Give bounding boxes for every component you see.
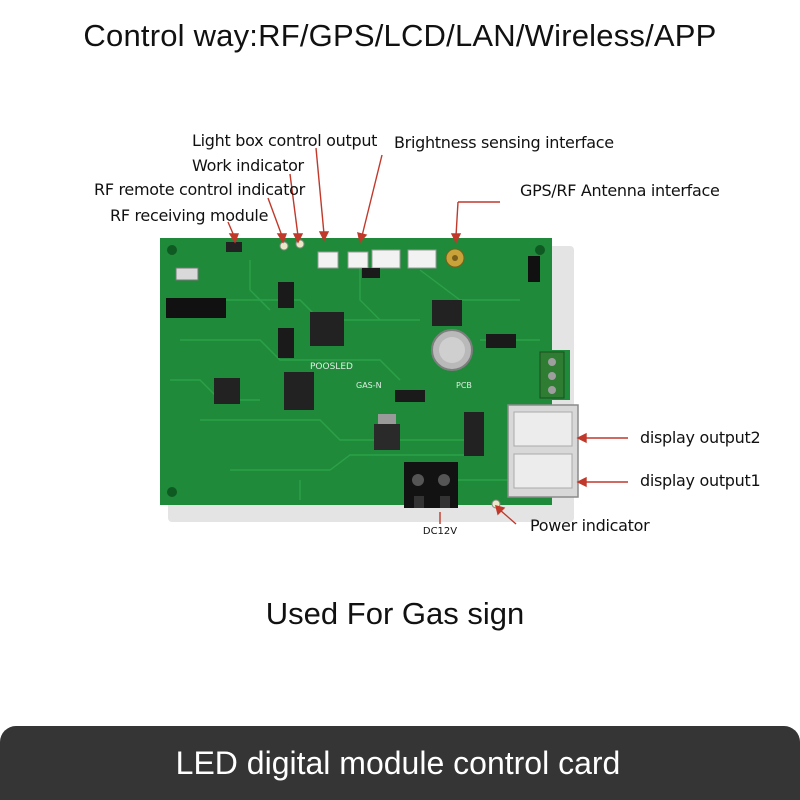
headline-control-way: Control way:RF/GPS/LCD/LAN/Wireless/APP	[83, 18, 717, 53]
callout-rf-remote-control-indicator: RF remote control indicator	[94, 180, 305, 199]
main-mcu-chip	[310, 312, 344, 346]
silkscreen-part: GAS-N	[356, 381, 382, 390]
silkscreen-pcb: PCB	[456, 381, 472, 390]
silkscreen-brand: POOSLED	[310, 362, 353, 372]
callout-arrows	[227, 147, 628, 525]
footer-banner: LED digital module control card	[0, 726, 800, 800]
usage-subtitle: Used For Gas sign	[265, 596, 525, 631]
power-input-label: DC12V	[423, 526, 457, 537]
callout-rf-receiving-module: RF receiving module	[110, 206, 269, 225]
rf-receiving-module	[166, 298, 226, 318]
top-connectors	[226, 242, 437, 269]
callout-display-output1: display output1	[640, 471, 761, 490]
footer-title: LED digital module control card	[175, 744, 621, 781]
callout-work-indicator: Work indicator	[192, 156, 304, 175]
callout-gps-rf-antenna-interface: GPS/RF Antenna interface	[520, 181, 720, 200]
callout-display-output2: display output2	[640, 428, 761, 447]
callout-power-indicator: Power indicator	[530, 516, 650, 535]
callout-brightness-sensing-interface: Brightness sensing interface	[394, 133, 614, 152]
callout-light-box-control-output: Light box control output	[192, 131, 378, 150]
rf-indicator-led	[279, 241, 289, 251]
